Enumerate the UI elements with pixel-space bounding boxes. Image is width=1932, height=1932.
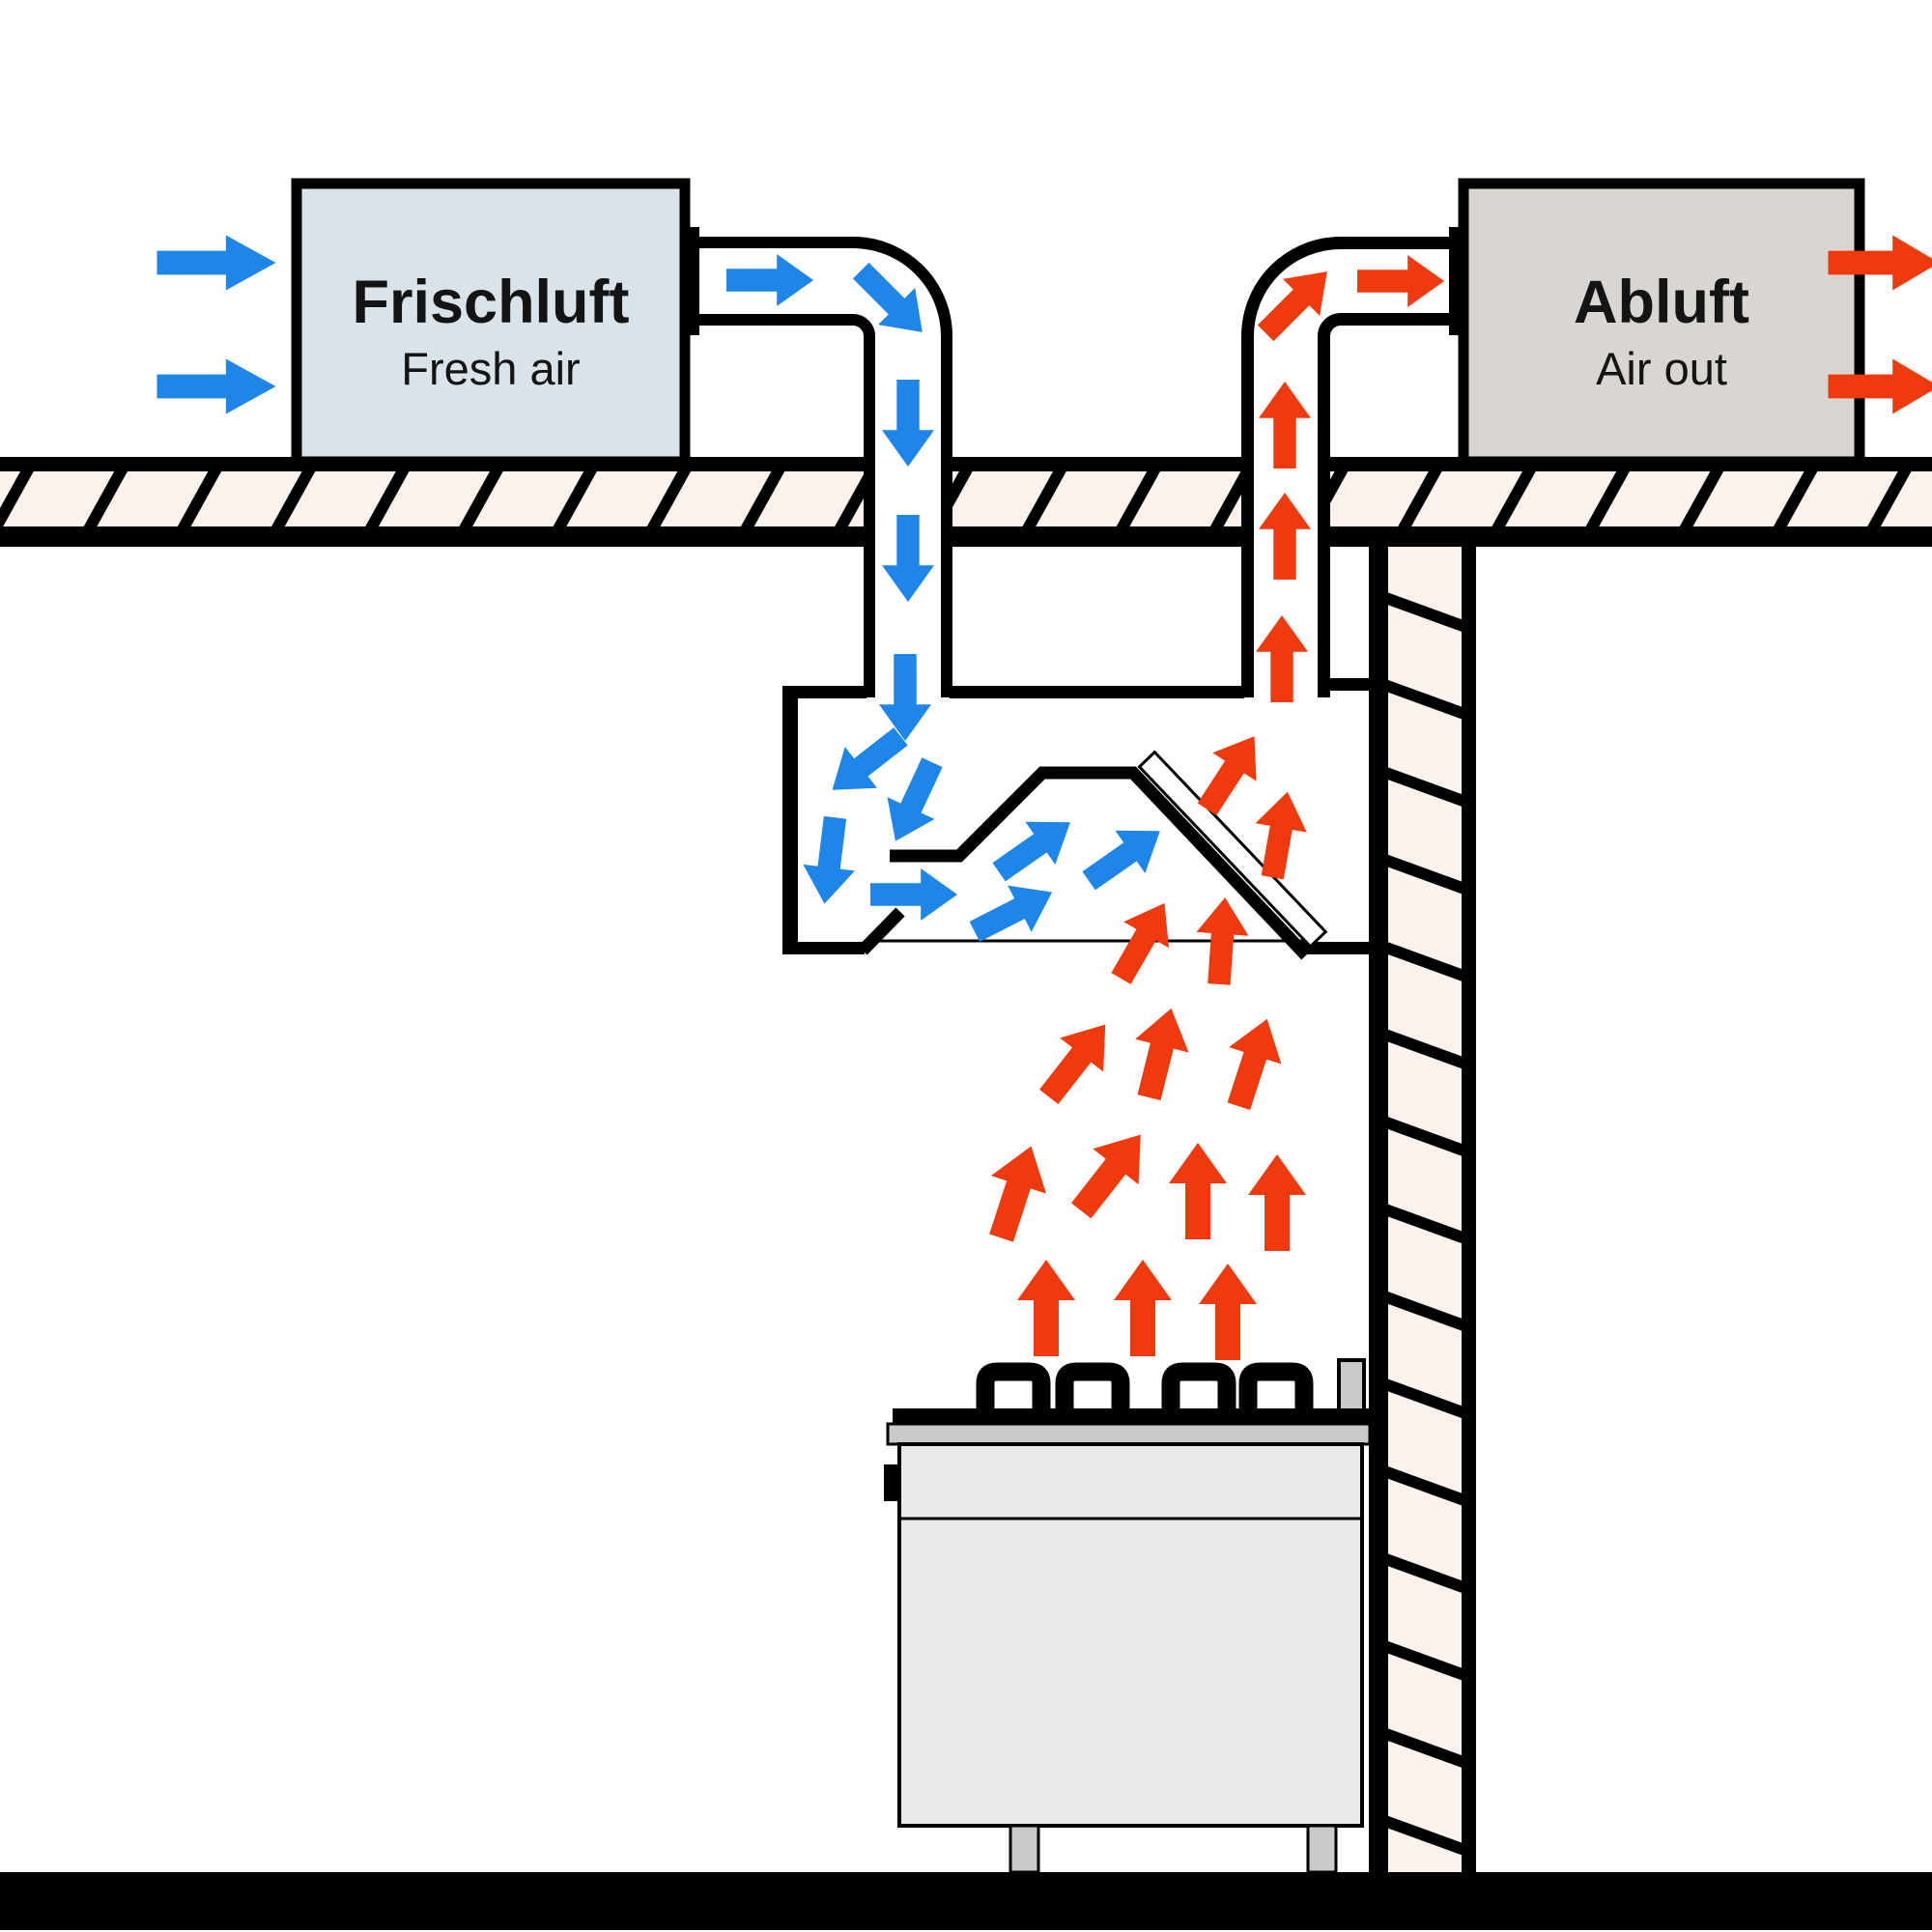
range-hood — [782, 678, 1371, 960]
abluft-title: Abluft — [1574, 269, 1749, 336]
wall — [1369, 547, 1476, 1874]
ceiling-hatch — [0, 471, 1932, 526]
countertop — [886, 1422, 1372, 1446]
stove-body — [897, 1442, 1364, 1828]
frischluft-subtitle: Fresh air — [401, 343, 580, 394]
stove — [884, 1358, 1372, 1874]
ceiling — [0, 457, 1932, 547]
wall-right-edge — [1462, 547, 1476, 1874]
abluft-unit: Abluft Air out — [1458, 178, 1865, 468]
wall-hatch — [1388, 547, 1462, 1874]
hood-bottom-right — [1297, 942, 1371, 954]
abluft-subtitle: Air out — [1596, 343, 1727, 394]
abluft-box — [1458, 178, 1865, 468]
frischluft-unit: Frischluft Fresh air — [291, 178, 691, 468]
frischluft-box — [291, 178, 691, 468]
wall-left-edge — [1369, 547, 1388, 1874]
frischluft-title: Frischluft — [352, 269, 629, 336]
hood-left-wall — [782, 686, 798, 954]
hood-baffle — [890, 766, 1311, 960]
ceiling-bottom-edge — [0, 526, 1932, 547]
hood-top-middle — [950, 686, 1244, 698]
grease-filter — [1137, 750, 1328, 949]
stove-backsplash — [1337, 1358, 1366, 1412]
burner-grates — [976, 1362, 1314, 1425]
stove-leg-left — [1009, 1824, 1040, 1874]
hood-bottom-left-lip — [782, 942, 865, 954]
cooktop-band — [893, 1408, 1370, 1424]
hood-ledge-to-wall — [1327, 678, 1371, 691]
floor — [0, 1872, 1932, 1930]
stove-leg-right — [1306, 1824, 1338, 1874]
stove-knob — [884, 1464, 900, 1501]
hood-top-left — [782, 686, 867, 698]
hood-left-lip-diagonal — [858, 907, 905, 955]
